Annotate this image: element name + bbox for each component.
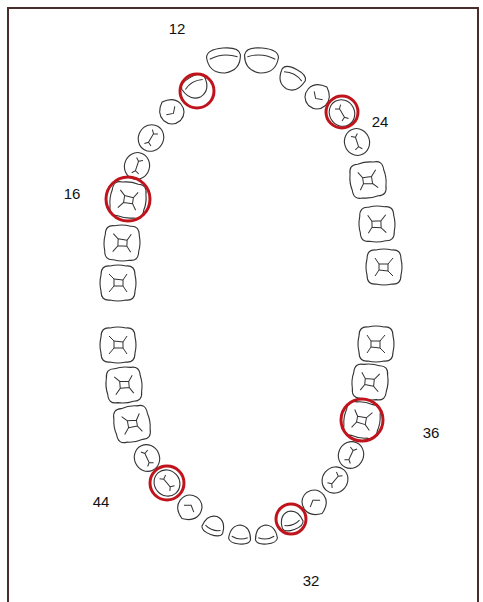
tooth bbox=[228, 524, 252, 545]
tooth bbox=[341, 399, 383, 441]
tooth bbox=[100, 327, 136, 363]
callout-number: 12 bbox=[169, 21, 186, 36]
tooth bbox=[324, 95, 359, 131]
tooth bbox=[358, 205, 395, 242]
callout-number: 24 bbox=[372, 114, 389, 129]
tooth bbox=[200, 513, 227, 538]
tooth bbox=[103, 224, 140, 261]
tooth bbox=[104, 365, 143, 404]
callout-number: 36 bbox=[423, 425, 440, 440]
tooth bbox=[243, 47, 279, 75]
frame bbox=[8, 8, 478, 602]
callout-number: 44 bbox=[93, 494, 110, 509]
callout-number: 32 bbox=[303, 573, 320, 588]
tooth-marker bbox=[326, 96, 358, 128]
tooth bbox=[111, 403, 153, 445]
tooth bbox=[341, 125, 373, 158]
tooth bbox=[334, 437, 368, 472]
tooth bbox=[366, 249, 402, 285]
tooth-marker bbox=[180, 74, 214, 108]
tooth-marker bbox=[341, 399, 383, 441]
tooth-marker bbox=[150, 466, 184, 500]
tooth bbox=[133, 120, 168, 156]
tooth-marker bbox=[106, 177, 150, 221]
tooth bbox=[254, 524, 278, 545]
tooth bbox=[348, 160, 389, 201]
tooth bbox=[350, 362, 389, 401]
tooth bbox=[100, 265, 136, 301]
callout-number: 16 bbox=[64, 186, 81, 201]
tooth bbox=[358, 326, 394, 362]
tooth bbox=[206, 47, 242, 75]
tooth bbox=[149, 465, 186, 502]
tooth-marker bbox=[276, 504, 306, 534]
tooth bbox=[275, 63, 308, 95]
tooth bbox=[130, 440, 164, 475]
